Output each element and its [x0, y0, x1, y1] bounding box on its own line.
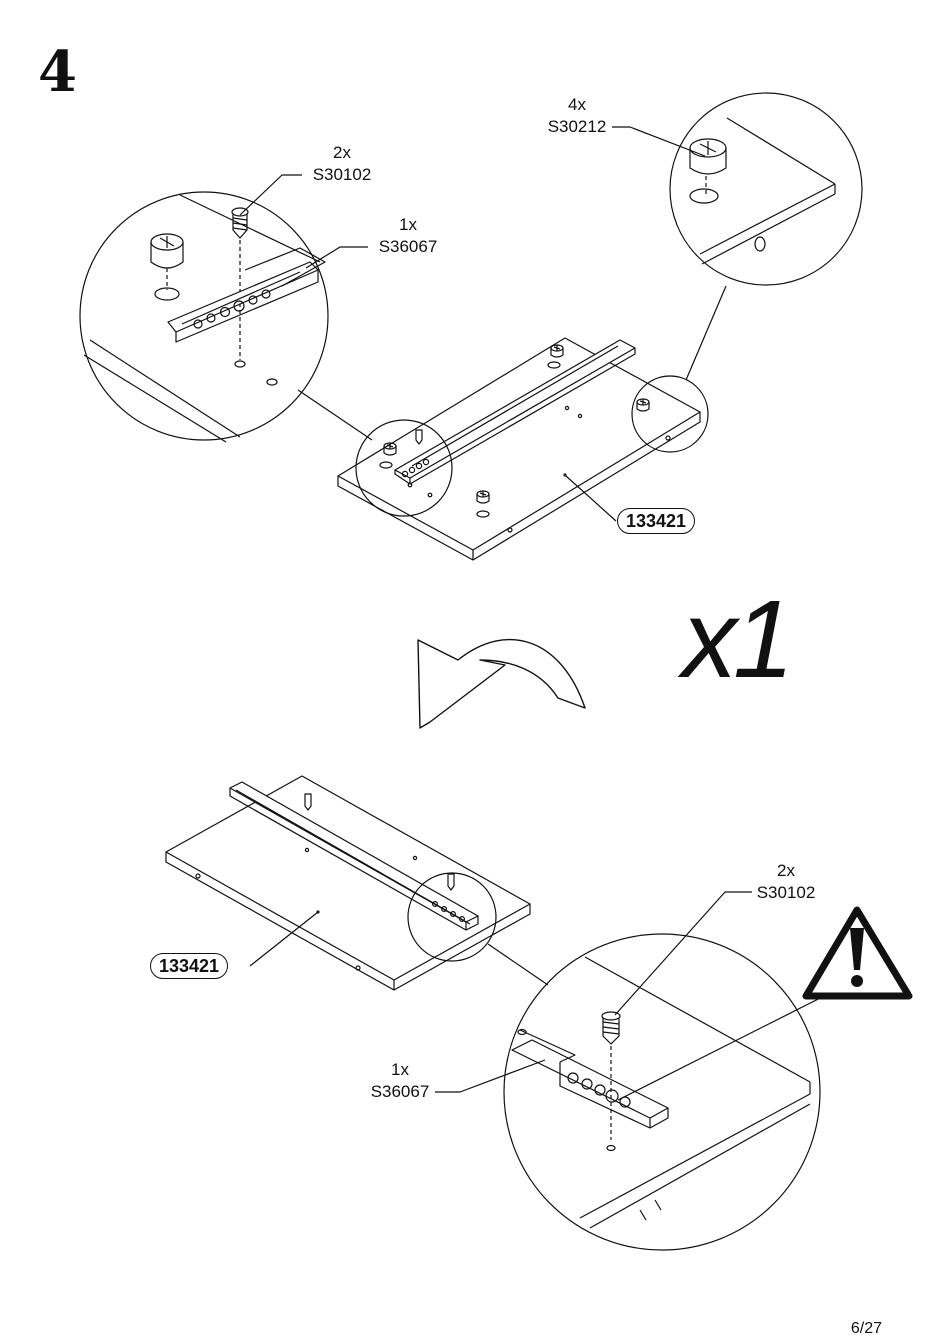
callout-s36067-top: 1x S36067	[372, 214, 444, 258]
panel-label-bottom: 133421	[150, 953, 229, 979]
leader-s30102-top	[239, 174, 302, 216]
callout-code: S30102	[756, 883, 816, 902]
top-detail-marker-left	[355, 419, 453, 517]
callout-qty: 4x	[568, 95, 586, 114]
leader-warning	[617, 981, 853, 1101]
bottom-screws	[304, 793, 455, 891]
callout-code: S30212	[547, 117, 607, 136]
top-right-zoom	[669, 92, 863, 286]
bottom-detail-marker	[407, 872, 497, 962]
leader-s30102-bottom	[614, 891, 752, 1016]
callout-code: S36067	[370, 1082, 430, 1101]
leader-s30212	[612, 126, 706, 157]
callout-code: S36067	[378, 237, 438, 256]
bottom-zoom-connector	[487, 943, 549, 986]
bottom-drawer-runner	[229, 781, 479, 931]
top-right-zoom-connector	[685, 285, 727, 381]
callout-s36067-bottom: 1x S36067	[364, 1059, 436, 1103]
callout-s30212: 4x S30212	[542, 94, 612, 138]
callout-s30102-top: 2x S30102	[306, 142, 378, 186]
callout-qty: 2x	[333, 143, 351, 162]
quantity-multiplier: x1	[682, 578, 794, 701]
top-detail-marker-right	[631, 375, 709, 453]
page-number: 6/27	[850, 1320, 882, 1337]
warning-triangle-icon	[802, 906, 913, 1000]
leader-panel-top	[565, 475, 617, 522]
leader-panel-bottom	[249, 911, 319, 967]
panel-label-top: 133421	[617, 508, 696, 534]
top-left-zoom-connector	[297, 389, 373, 441]
callout-qty: 1x	[391, 1060, 409, 1079]
step-number: 4	[38, 39, 77, 105]
top-cam-locks	[383, 344, 650, 504]
rotate-arrow-icon	[417, 638, 586, 729]
bottom-zoom	[503, 933, 821, 1251]
top-left-zoom	[79, 191, 329, 443]
callout-code: S30102	[312, 165, 372, 184]
callout-qty: 1x	[399, 215, 417, 234]
leader-s36067-top	[305, 246, 368, 269]
leader-s36067-bottom	[435, 1059, 546, 1093]
callout-qty: 2x	[777, 861, 795, 880]
callout-s30102-bottom: 2x S30102	[750, 860, 822, 904]
